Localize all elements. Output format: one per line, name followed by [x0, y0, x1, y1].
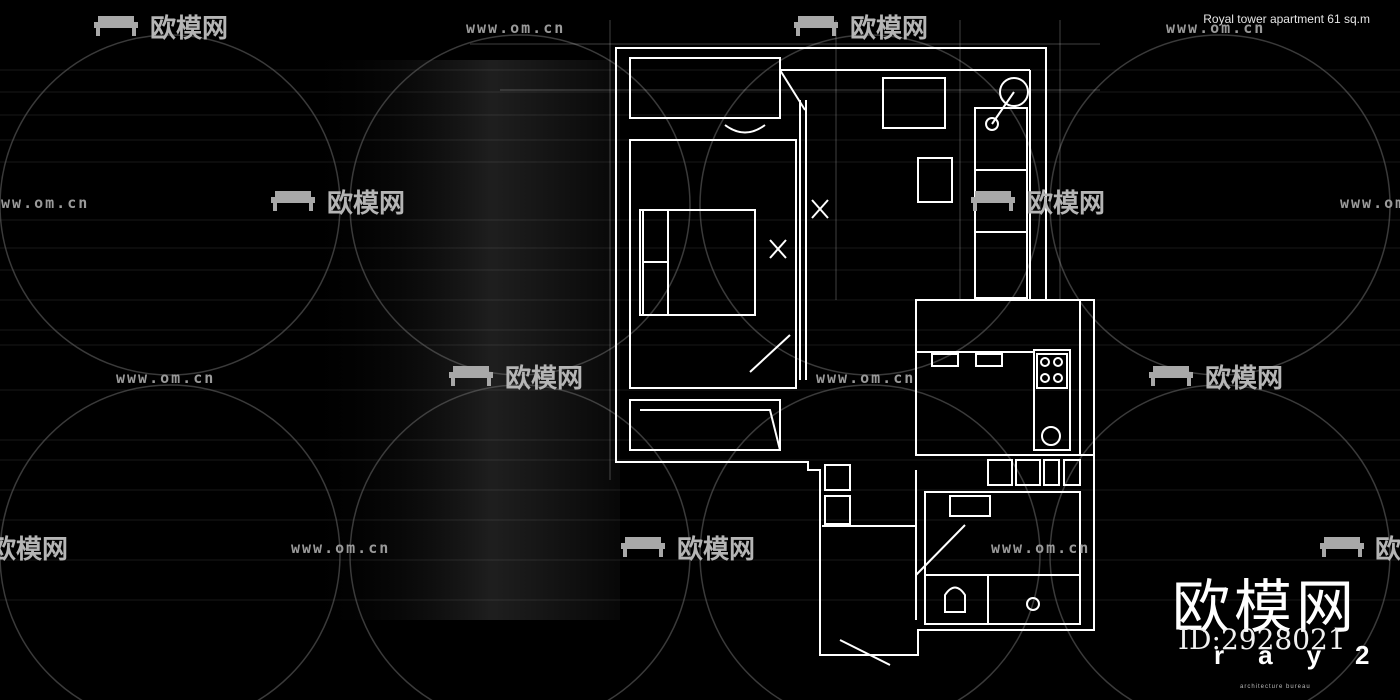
wm-cn: 欧模网	[677, 534, 755, 565]
watermark-circles	[0, 34, 1391, 700]
watermark-id: ID:2928021	[1178, 623, 1346, 656]
wm-cn: 欧模网	[1205, 363, 1283, 394]
streak-lines	[0, 69, 1400, 601]
sofa-logo-icon	[271, 191, 315, 211]
drawing-title: Royal tower apartment 61 sq.m	[1203, 12, 1370, 26]
guide-lines	[470, 20, 1100, 480]
wm-cn: 欧模网	[0, 534, 68, 565]
wm-url: www.om.cn	[991, 539, 1090, 557]
sofa-logo-icon	[1149, 366, 1193, 386]
wm-url: www.om.cn	[291, 539, 390, 557]
watermark-big-logo: 欧模网	[1172, 573, 1359, 641]
sofa-logo-icon	[621, 537, 665, 557]
sofa-logo-icon	[794, 16, 838, 36]
watermark-cn-texts: 欧模网 欧模网 欧模网 欧模网 欧模网 欧模网 欧模网 欧模网 欧模网	[0, 13, 1400, 565]
wm-cn: 欧模网	[850, 13, 928, 44]
sofa-logo-icon	[449, 366, 493, 386]
sofa-logo-icon	[1320, 537, 1364, 557]
glow-band	[300, 60, 620, 620]
wm-url: www.om.cn	[466, 19, 565, 37]
sofa-logo-icon	[94, 16, 138, 36]
brand-subtitle: architecture bureau	[1240, 684, 1311, 690]
wm-url: www.om.cn	[116, 369, 215, 387]
wm-cn: 欧模网	[1027, 188, 1105, 219]
wm-url: www.om.cn	[1166, 19, 1265, 37]
wm-url: www.om.cn	[1340, 194, 1400, 212]
sofa-logo-icon	[971, 191, 1015, 211]
sofa-logo-icons	[94, 16, 1364, 557]
wm-url: www.om.cn	[0, 194, 89, 212]
wm-cn: 欧模网	[150, 13, 228, 44]
wm-cn: 欧模网	[327, 188, 405, 219]
wm-cn: 欧模网	[1375, 534, 1400, 565]
wm-cn: 欧模网	[505, 363, 583, 394]
plan-walls	[615, 47, 1095, 666]
watermark-url-texts: www.om.cn www.om.cn www.om.cn www.om.cn …	[0, 19, 1400, 557]
wm-url: www.om.cn	[816, 369, 915, 387]
